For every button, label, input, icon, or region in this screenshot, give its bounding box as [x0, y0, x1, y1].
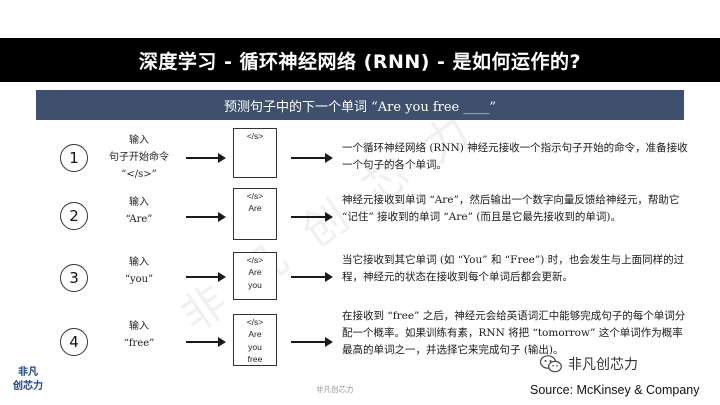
section-subtitle: 预测句子中的下一个单词 “Are you free ____” [36, 90, 684, 120]
wechat-account-name: 非凡创芯力 [568, 357, 638, 373]
arrow-right-icon [291, 272, 333, 282]
arrow-right-icon [186, 272, 226, 282]
corner-logo: 非凡 创芯力 [13, 367, 43, 392]
source-credit: Source: McKinsey & Company [530, 383, 700, 397]
step-number: 1 [60, 144, 88, 172]
arrow-right-icon [186, 212, 226, 222]
step-4: 4 输入 “free” </s> Are you free 在接收到 “free… [0, 310, 720, 376]
arrow-right-icon [186, 153, 226, 163]
rnn-cell-box: </s> Are you free [233, 314, 277, 366]
arrow-right-icon [291, 153, 333, 163]
step-2: 2 输入 “Are” </s> Are 神经元接收到单词 “Are”，然后输出一… [0, 188, 720, 252]
wechat-account[interactable]: 非凡创芯力 [540, 354, 638, 374]
step-description: 在接收到 “free” 之后，神经元会给英语词汇中能够完成句子的每个单词分配一个… [342, 310, 686, 356]
step-number: 4 [60, 328, 88, 356]
step-input-label: 输入 “you” [124, 257, 154, 285]
footer-watermark: 非凡创芯力 [316, 385, 354, 394]
rnn-cell-box: </s> [233, 128, 277, 178]
step-description: 神经元接收到单词 “Are”，然后输出一个数字向量反馈给神经元，帮助它 “记住”… [342, 194, 680, 223]
step-3: 3 输入 “you” </s> Are you 当它接收到其它单词 (如 “Yo… [0, 252, 720, 316]
arrow-right-icon [186, 337, 226, 347]
step-number: 2 [60, 202, 88, 230]
step-number: 3 [60, 264, 88, 292]
arrow-right-icon [291, 337, 333, 347]
step-description: 一个循环神经网络 (RNN) 神经元接收一个指示句子开始的命令，准备接收一个句子… [342, 142, 688, 171]
arrow-right-icon [291, 212, 333, 222]
step-input-label: 输入 句子开始命令 “</s>” [109, 135, 169, 180]
step-1: 1 输入 句子开始命令 “</s>” </s> 一个循环神经网络 (RNN) 神… [0, 128, 720, 192]
wechat-icon [540, 355, 562, 373]
rnn-cell-box: </s> Are [233, 188, 277, 240]
page-title: 深度学习 - 循环神经网络 (RNN) - 是如何运作的? [0, 38, 720, 82]
step-description: 当它接收到其它单词 (如 “You” 和 “Free”) 时，也会发生与上面同样… [342, 254, 685, 283]
step-input-label: 输入 “Are” [125, 197, 153, 225]
step-input-label: 输入 “free” [123, 321, 155, 349]
rnn-cell-box: </s> Are you [233, 252, 277, 300]
